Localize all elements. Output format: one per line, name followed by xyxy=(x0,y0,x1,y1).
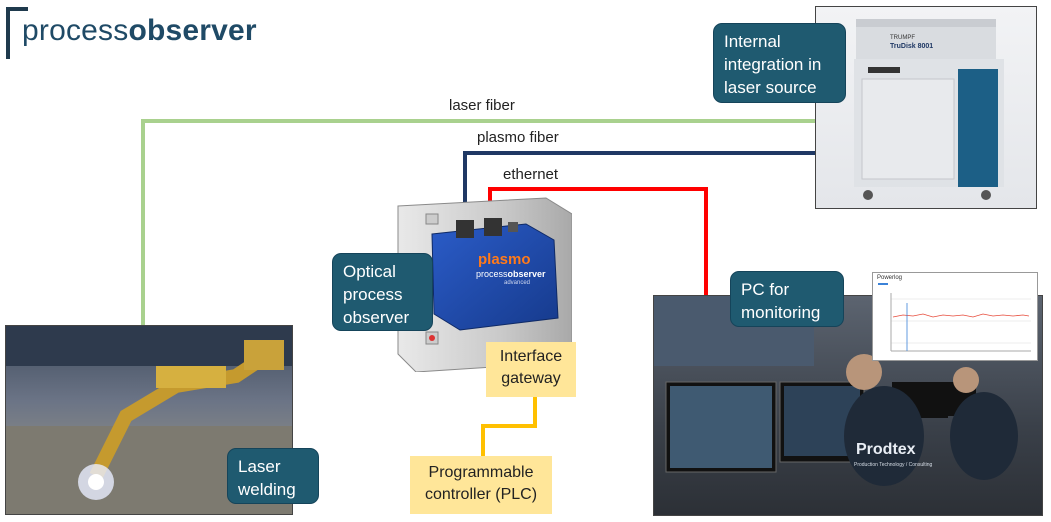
laser-model-label: TruDisk 8001 xyxy=(890,43,934,50)
pc-monitoring-callout: PC for monitoring xyxy=(730,271,844,327)
device-brand-label: plasmo xyxy=(478,251,531,268)
plasmo-fiber-label: plasmo fiber xyxy=(477,129,559,146)
optical-observer-callout: Optical process observer xyxy=(332,253,433,331)
laser-brand-label: TRUMPF xyxy=(890,35,915,41)
laser-welding-callout: Laser welding xyxy=(227,448,319,504)
ethernet-label: ethernet xyxy=(503,166,559,183)
processobserver-logo: processobserver xyxy=(22,14,257,47)
laser-source-image: TRUMPF TruDisk 8001 xyxy=(815,6,1037,209)
plc-box: Programmable controller (PLC) xyxy=(410,456,552,514)
shirt-brand-text: Prodtex xyxy=(856,441,916,458)
laser-fiber-label: laser fiber xyxy=(449,97,515,114)
laser-fiber-line xyxy=(141,119,820,325)
device-edition-label: advanced xyxy=(504,280,531,286)
device-model-label: processobserver xyxy=(476,269,546,279)
process-observer-image: plasmo processobserver advanced xyxy=(386,194,572,372)
shirt-tagline-text: Production Technology / Consulting xyxy=(854,462,933,468)
plc-link-line xyxy=(481,395,537,458)
powerlog-title: Powerlog xyxy=(877,275,903,281)
logo-bracket xyxy=(6,7,28,59)
interface-gateway-box: Interface gateway xyxy=(486,342,576,397)
powerlog-chart-popup: Powerlog xyxy=(872,272,1038,361)
internal-integration-callout: Internal integration in laser source xyxy=(713,23,846,103)
